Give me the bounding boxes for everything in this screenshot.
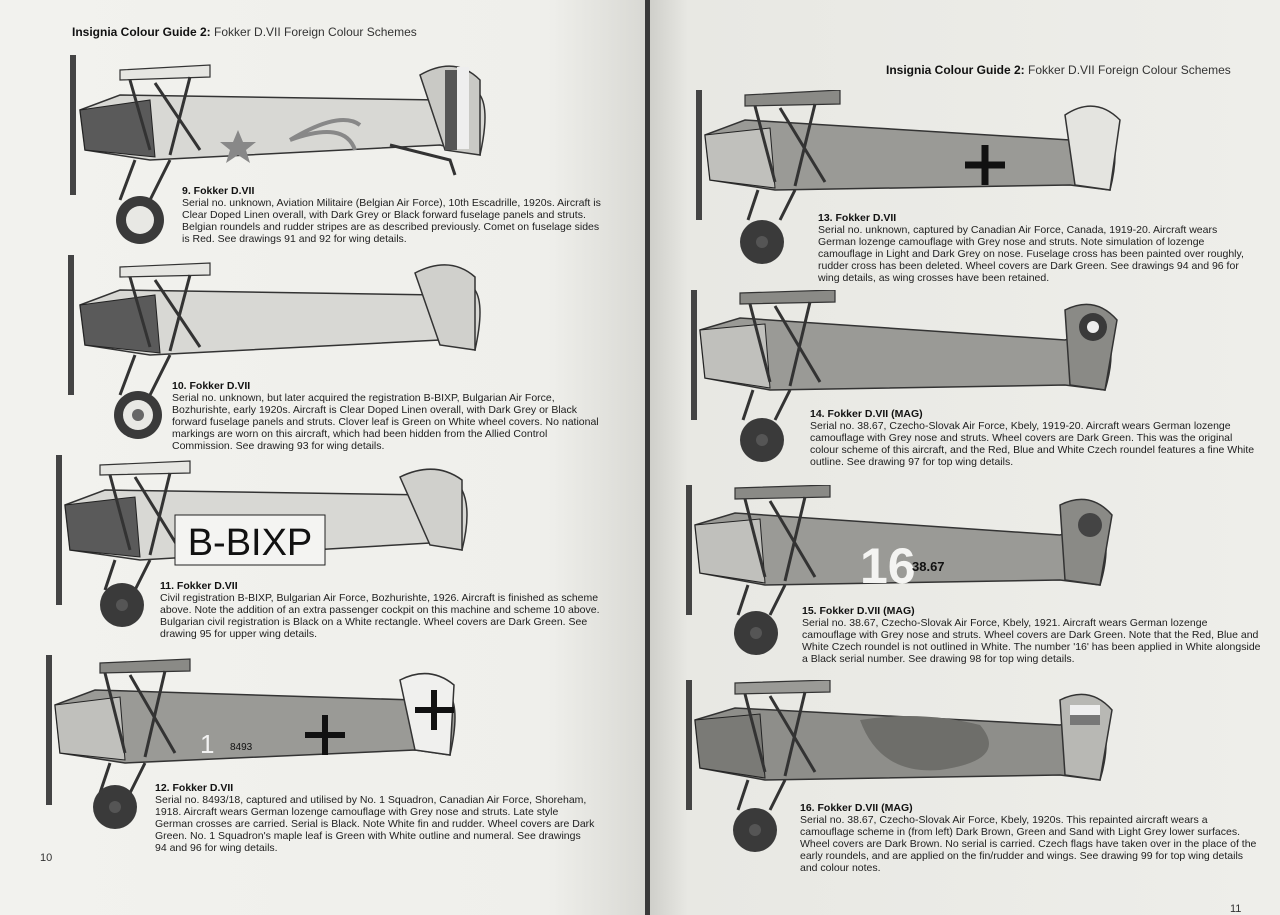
numeral-marking: 1 — [200, 729, 214, 759]
entry-10: 10. Fokker D.VII Serial no. unknown, but… — [172, 380, 602, 452]
header-rest-right: Fokker D.VII Foreign Colour Schemes — [1024, 63, 1231, 77]
number-marking: 16 — [860, 538, 916, 594]
aircraft-drawing-11: B-BIXP — [56, 455, 468, 627]
entry-description: Civil registration B-BIXP, Bulgarian Air… — [160, 592, 600, 640]
page-header-left: Insignia Colour Guide 2: Fokker D.VII Fo… — [72, 25, 417, 39]
entry-11: 11. Fokker D.VII Civil registration B-BI… — [160, 580, 600, 640]
entry-title: 14. Fokker D.VII (MAG) — [810, 408, 923, 420]
entry-title: 12. Fokker D.VII — [155, 782, 234, 794]
entry-title: 15. Fokker D.VII (MAG) — [802, 605, 915, 617]
page-number-right: 11 — [1230, 903, 1242, 915]
entry-description: Serial no. 38.67, Czecho-Slovak Air Forc… — [800, 814, 1257, 874]
right-page: Insignia Colour Guide 2: Fokker D.VII Fo… — [650, 0, 1280, 915]
entry-description: Serial no. unknown, but later acquired t… — [172, 392, 599, 452]
entry-12: 12. Fokker D.VII Serial no. 8493/18, cap… — [155, 782, 595, 854]
entry-description: Serial no. unknown, Aviation Militaire (… — [182, 197, 601, 245]
left-page: Insignia Colour Guide 2: Fokker D.VII Fo… — [0, 0, 645, 915]
entry-13: 13. Fokker D.VII Serial no. unknown, cap… — [818, 212, 1258, 284]
entry-14: 14. Fokker D.VII (MAG) Serial no. 38.67,… — [810, 408, 1260, 468]
entry-16: 16. Fokker D.VII (MAG) Serial no. 38.67,… — [800, 802, 1260, 874]
serial-marking: 38.67 — [912, 559, 945, 574]
entry-title: 11. Fokker D.VII — [160, 580, 238, 592]
aircraft-drawing-16 — [686, 680, 1113, 852]
aircraft-drawing-12: 1 8493 — [46, 655, 456, 829]
registration-marking: B-BIXP — [188, 522, 313, 564]
header-bold-right: Insignia Colour Guide 2: — [886, 63, 1025, 77]
header-rest-left: Fokker D.VII Foreign Colour Schemes — [210, 25, 417, 39]
entry-title: 13. Fokker D.VII — [818, 212, 897, 224]
page-number-left: 10 — [40, 852, 53, 864]
aircraft-drawing-13 — [696, 90, 1121, 264]
entry-title: 10. Fokker D.VII — [172, 380, 251, 392]
aircraft-drawing-10 — [68, 255, 481, 439]
header-bold-left: Insignia Colour Guide 2: — [72, 25, 211, 39]
aircraft-drawing-15: 16 38.67 — [686, 485, 1113, 655]
page-header-right: Insignia Colour Guide 2: Fokker D.VII Fo… — [886, 63, 1231, 77]
entry-title: 9. Fokker D.VII — [182, 185, 255, 197]
entry-description: Serial no. 38.67, Czecho-Slovak Air Forc… — [802, 617, 1261, 665]
serial-marking: 8493 — [230, 742, 253, 753]
entry-title: 16. Fokker D.VII (MAG) — [800, 802, 913, 814]
entry-15: 15. Fokker D.VII (MAG) Serial no. 38.67,… — [802, 605, 1262, 665]
entry-9: 9. Fokker D.VII Serial no. unknown, Avia… — [182, 185, 602, 245]
entry-description: Serial no. 38.67, Czecho-Slovak Air Forc… — [810, 420, 1255, 468]
entry-description: Serial no. unknown, captured by Canadian… — [818, 224, 1244, 284]
aircraft-drawing-14 — [691, 290, 1118, 462]
aircraft-drawing-9 — [70, 55, 486, 244]
entry-description: Serial no. 8493/18, captured and utilise… — [155, 794, 595, 854]
